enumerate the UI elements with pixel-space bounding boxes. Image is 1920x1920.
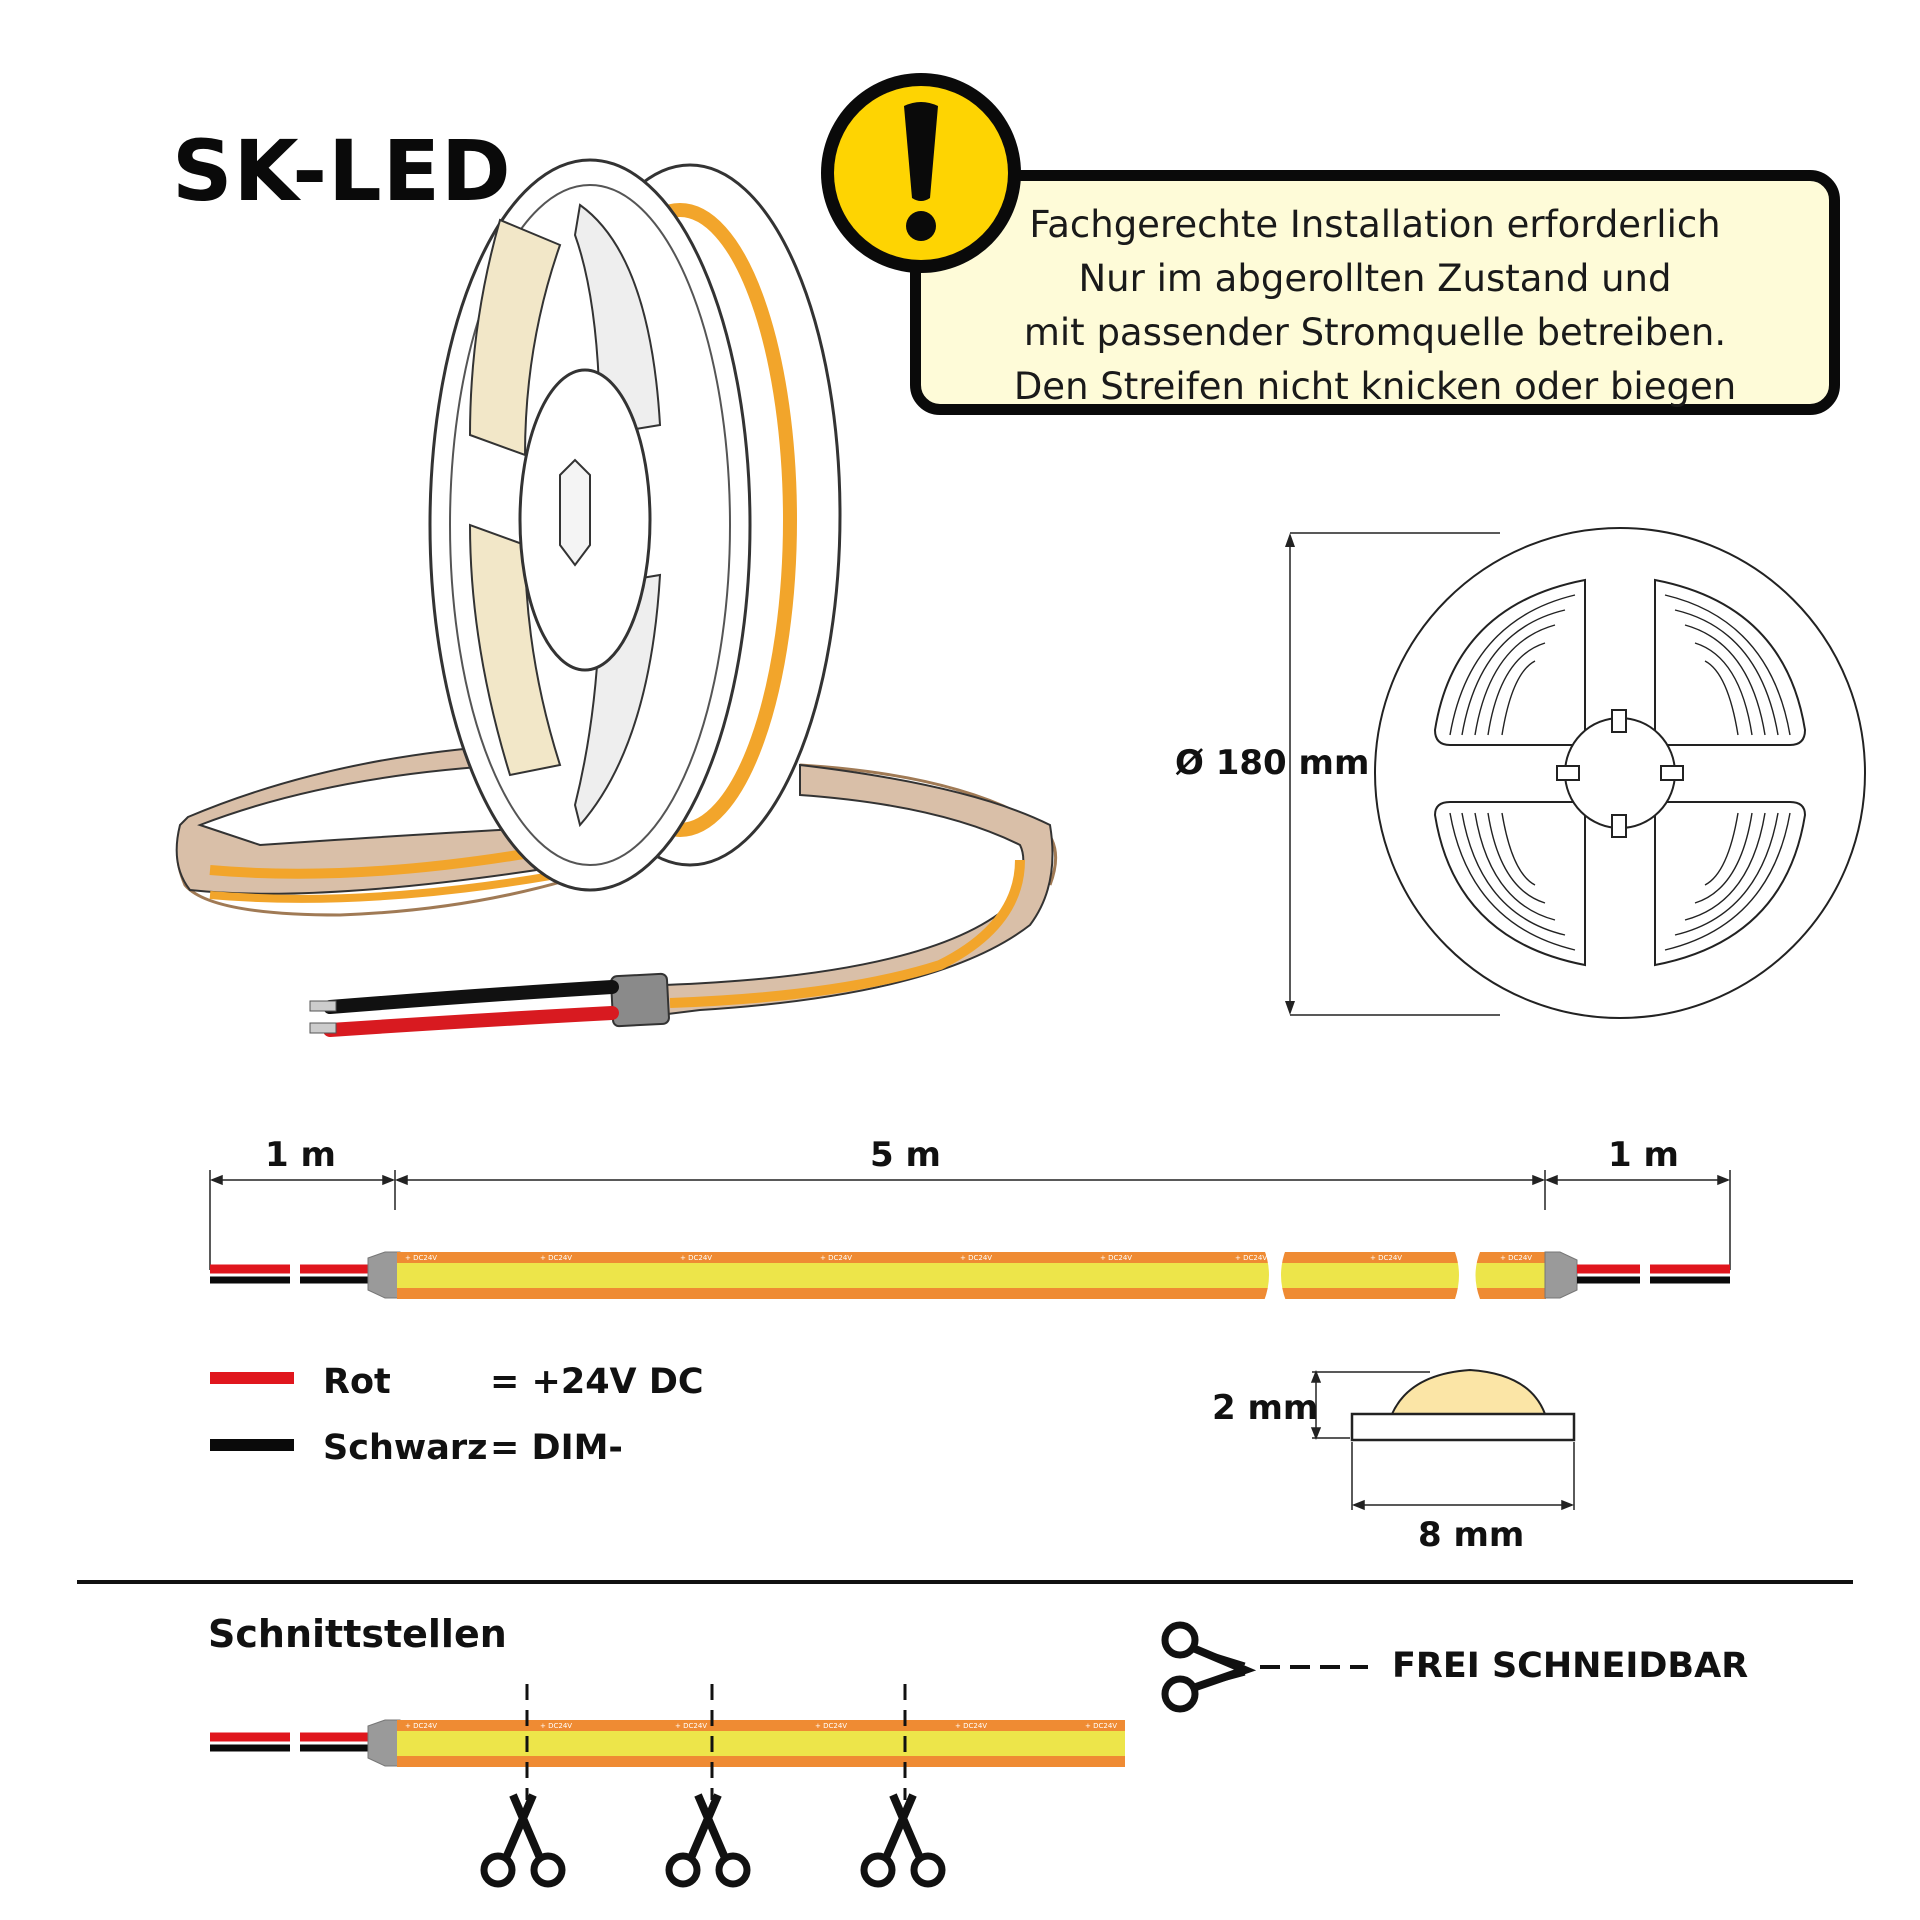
- scissors-icon: [665, 1793, 751, 1888]
- strip-print-label: + DC24V: [405, 1254, 437, 1262]
- profile-width-label: 8 mm: [1418, 1515, 1525, 1555]
- strip-print-label: + DC24V: [1085, 1722, 1117, 1730]
- cable-right-length-label: 1 m: [1608, 1135, 1679, 1175]
- strip-length-diagram: + DC24V + DC24V + DC24V + DC24V + DC24V …: [209, 1170, 1731, 1299]
- strip-print-label: + DC24V: [955, 1722, 987, 1730]
- cutting-section-title: Schnittstellen: [208, 1612, 507, 1656]
- section-divider: [77, 1580, 1853, 1584]
- strip-print-label: + DC24V: [1370, 1254, 1402, 1262]
- free-cut-label: FREI SCHNEIDBAR: [1392, 1646, 1749, 1686]
- legend-swatches: [210, 1372, 294, 1451]
- strip-print-label: + DC24V: [820, 1254, 852, 1262]
- legend-red-name: Rot: [323, 1362, 391, 1402]
- strip-print-label: + DC24V: [815, 1722, 847, 1730]
- profile-height-label: 2 mm: [1212, 1388, 1319, 1428]
- strip-print-label: + DC24V: [680, 1254, 712, 1262]
- strip-profile-diagram: [1310, 1368, 1576, 1511]
- strip-print-label: + DC24V: [540, 1254, 572, 1262]
- cable-left-length-label: 1 m: [265, 1135, 336, 1175]
- scissors-icon: [860, 1793, 946, 1888]
- reel-top-view-diagram: [1285, 527, 1866, 1019]
- warning-box: Fachgerechte Installation erforderlich N…: [910, 170, 1840, 415]
- strip-print-label: + DC24V: [1235, 1254, 1267, 1262]
- legend-swatch-red: [210, 1372, 294, 1384]
- warning-line-1: Fachgerechte Installation erforderlich: [1029, 203, 1721, 246]
- strip-print-label: + DC24V: [1500, 1254, 1532, 1262]
- warning-line-2: Nur im abgerollten Zustand und: [1078, 257, 1672, 300]
- strip-length-label: 5 m: [870, 1135, 941, 1175]
- cut-points-diagram: + DC24V + DC24V + DC24V + DC24V + DC24V …: [210, 1684, 1125, 1800]
- strip-print-label: + DC24V: [540, 1722, 572, 1730]
- brand-logo: SK-LED: [172, 122, 512, 220]
- strip-print-label: + DC24V: [1100, 1254, 1132, 1262]
- legend-black-name: Schwarz: [323, 1428, 488, 1468]
- warning-line-3: mit passender Stromquelle betreiben.: [1023, 311, 1727, 354]
- reel-diameter-label: Ø 180 mm: [1175, 743, 1370, 783]
- reel-perspective-illustration: [175, 158, 1058, 1037]
- legend-red-value: = +24V DC: [490, 1362, 704, 1402]
- legend-black-value: = DIM-: [490, 1428, 623, 1468]
- strip-break-mark: [1264, 1249, 1286, 1301]
- scissors-legend-icon: [1161, 1621, 1368, 1713]
- exclamation-warning-icon: [821, 73, 1021, 273]
- strip-print-label: + DC24V: [960, 1254, 992, 1262]
- warning-line-4: Den Streifen nicht knicken oder biegen: [1013, 365, 1737, 408]
- strip-print-label: + DC24V: [405, 1722, 437, 1730]
- strip-print-label: + DC24V: [675, 1722, 707, 1730]
- scissors-icon: [480, 1793, 566, 1888]
- legend-swatch-black: [210, 1439, 294, 1451]
